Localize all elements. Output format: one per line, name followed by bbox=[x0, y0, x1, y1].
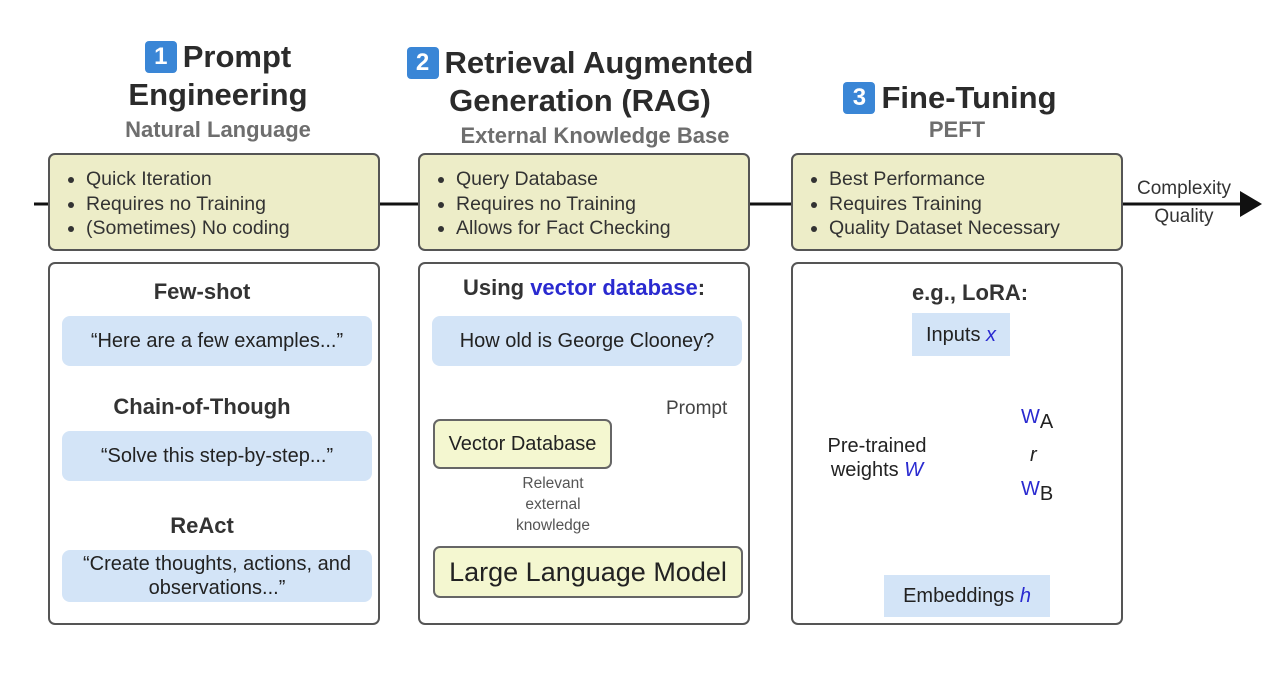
wa-symbol: W bbox=[1021, 406, 1040, 428]
rag-heading-highlight: vector database bbox=[530, 275, 698, 300]
rag-heading-suffix: : bbox=[697, 275, 706, 300]
chain-of-thought-example: “Solve this step-by-step...” bbox=[62, 431, 372, 481]
section1-properties: Quick Iteration Requires no Training (So… bbox=[48, 153, 380, 251]
section2-bullet: Requires no Training bbox=[456, 192, 734, 217]
rag-heading: Using vector database: bbox=[418, 275, 750, 301]
embeddings-var: h bbox=[1019, 585, 1031, 607]
pretrained-var: W bbox=[904, 459, 924, 481]
react-heading: ReAct bbox=[170, 513, 234, 538]
section3-properties: Best Performance Requires Training Quali… bbox=[791, 153, 1123, 251]
section1-bullet: (Sometimes) No coding bbox=[86, 216, 364, 241]
section2-bullet: Allows for Fact Checking bbox=[456, 216, 734, 241]
axis-label-complexity: Complexity bbox=[1128, 178, 1240, 200]
section1-bullet: Quick Iteration bbox=[86, 167, 364, 192]
axis-arrowhead bbox=[1240, 191, 1262, 217]
wb-subscript: B bbox=[1039, 483, 1054, 505]
section3-subtitle: PEFT bbox=[928, 117, 986, 142]
rag-heading-prefix: Using bbox=[462, 275, 531, 300]
pretrained-weights-label: Pre-trained weights W bbox=[814, 434, 940, 482]
section2-title-line1: Retrieval Augmented bbox=[444, 45, 754, 80]
section2-subtitle: External Knowledge Base bbox=[460, 123, 730, 148]
wa-label: WA bbox=[1021, 406, 1053, 434]
wb-label: WB bbox=[1021, 478, 1053, 506]
section2-properties: Query Database Requires no Training Allo… bbox=[418, 153, 750, 251]
query-pill: How old is George Clooney? bbox=[432, 316, 742, 366]
section1-subtitle: Natural Language bbox=[125, 117, 311, 142]
section3-badge: 3 bbox=[843, 82, 876, 114]
few-shot-example: “Here are a few examples...” bbox=[62, 316, 372, 366]
section3-bullet: Quality Dataset Necessary bbox=[829, 216, 1107, 241]
prompt-label: Prompt bbox=[666, 398, 728, 419]
section1-bullet: Requires no Training bbox=[86, 192, 364, 217]
lora-heading: e.g., LoRA: bbox=[911, 280, 1029, 305]
wa-subscript: A bbox=[1039, 411, 1054, 433]
axis-label-quality: Quality bbox=[1154, 206, 1214, 227]
few-shot-heading: Few-shot bbox=[153, 279, 251, 304]
pretrained-line1: Pre-trained bbox=[827, 435, 927, 457]
section1-badge: 1 bbox=[144, 41, 177, 73]
chain-of-thought-heading: Chain-of-Though bbox=[113, 394, 291, 419]
react-example: “Create thoughts, actions, and observati… bbox=[62, 550, 372, 602]
rank-label: r bbox=[1030, 444, 1037, 466]
wb-symbol: W bbox=[1021, 478, 1040, 500]
relevant-knowledge-label: Relevant external knowledge bbox=[515, 475, 591, 534]
pretrained-line2: weights bbox=[830, 459, 905, 481]
inputs-box: Inputs x bbox=[912, 313, 1010, 356]
section1-title-line2: Engineering bbox=[128, 77, 308, 112]
section2-title-line2: Generation (RAG) bbox=[449, 83, 711, 118]
embeddings-box: Embeddings h bbox=[884, 575, 1050, 617]
section1-title-line1: Prompt bbox=[182, 39, 292, 74]
section2-bullet: Query Database bbox=[456, 167, 734, 192]
inputs-var: x bbox=[986, 323, 997, 346]
inputs-label: Inputs bbox=[925, 323, 987, 346]
section3-bullet: Requires Training bbox=[829, 192, 1107, 217]
section3-title-line1: Fine-Tuning bbox=[881, 80, 1057, 115]
embeddings-label: Embeddings bbox=[903, 585, 1020, 607]
section2-badge: 2 bbox=[406, 47, 439, 79]
vector-database-box: Vector Database bbox=[433, 419, 612, 469]
llm-box: Large Language Model bbox=[433, 546, 743, 598]
section3-bullet: Best Performance bbox=[829, 167, 1107, 192]
